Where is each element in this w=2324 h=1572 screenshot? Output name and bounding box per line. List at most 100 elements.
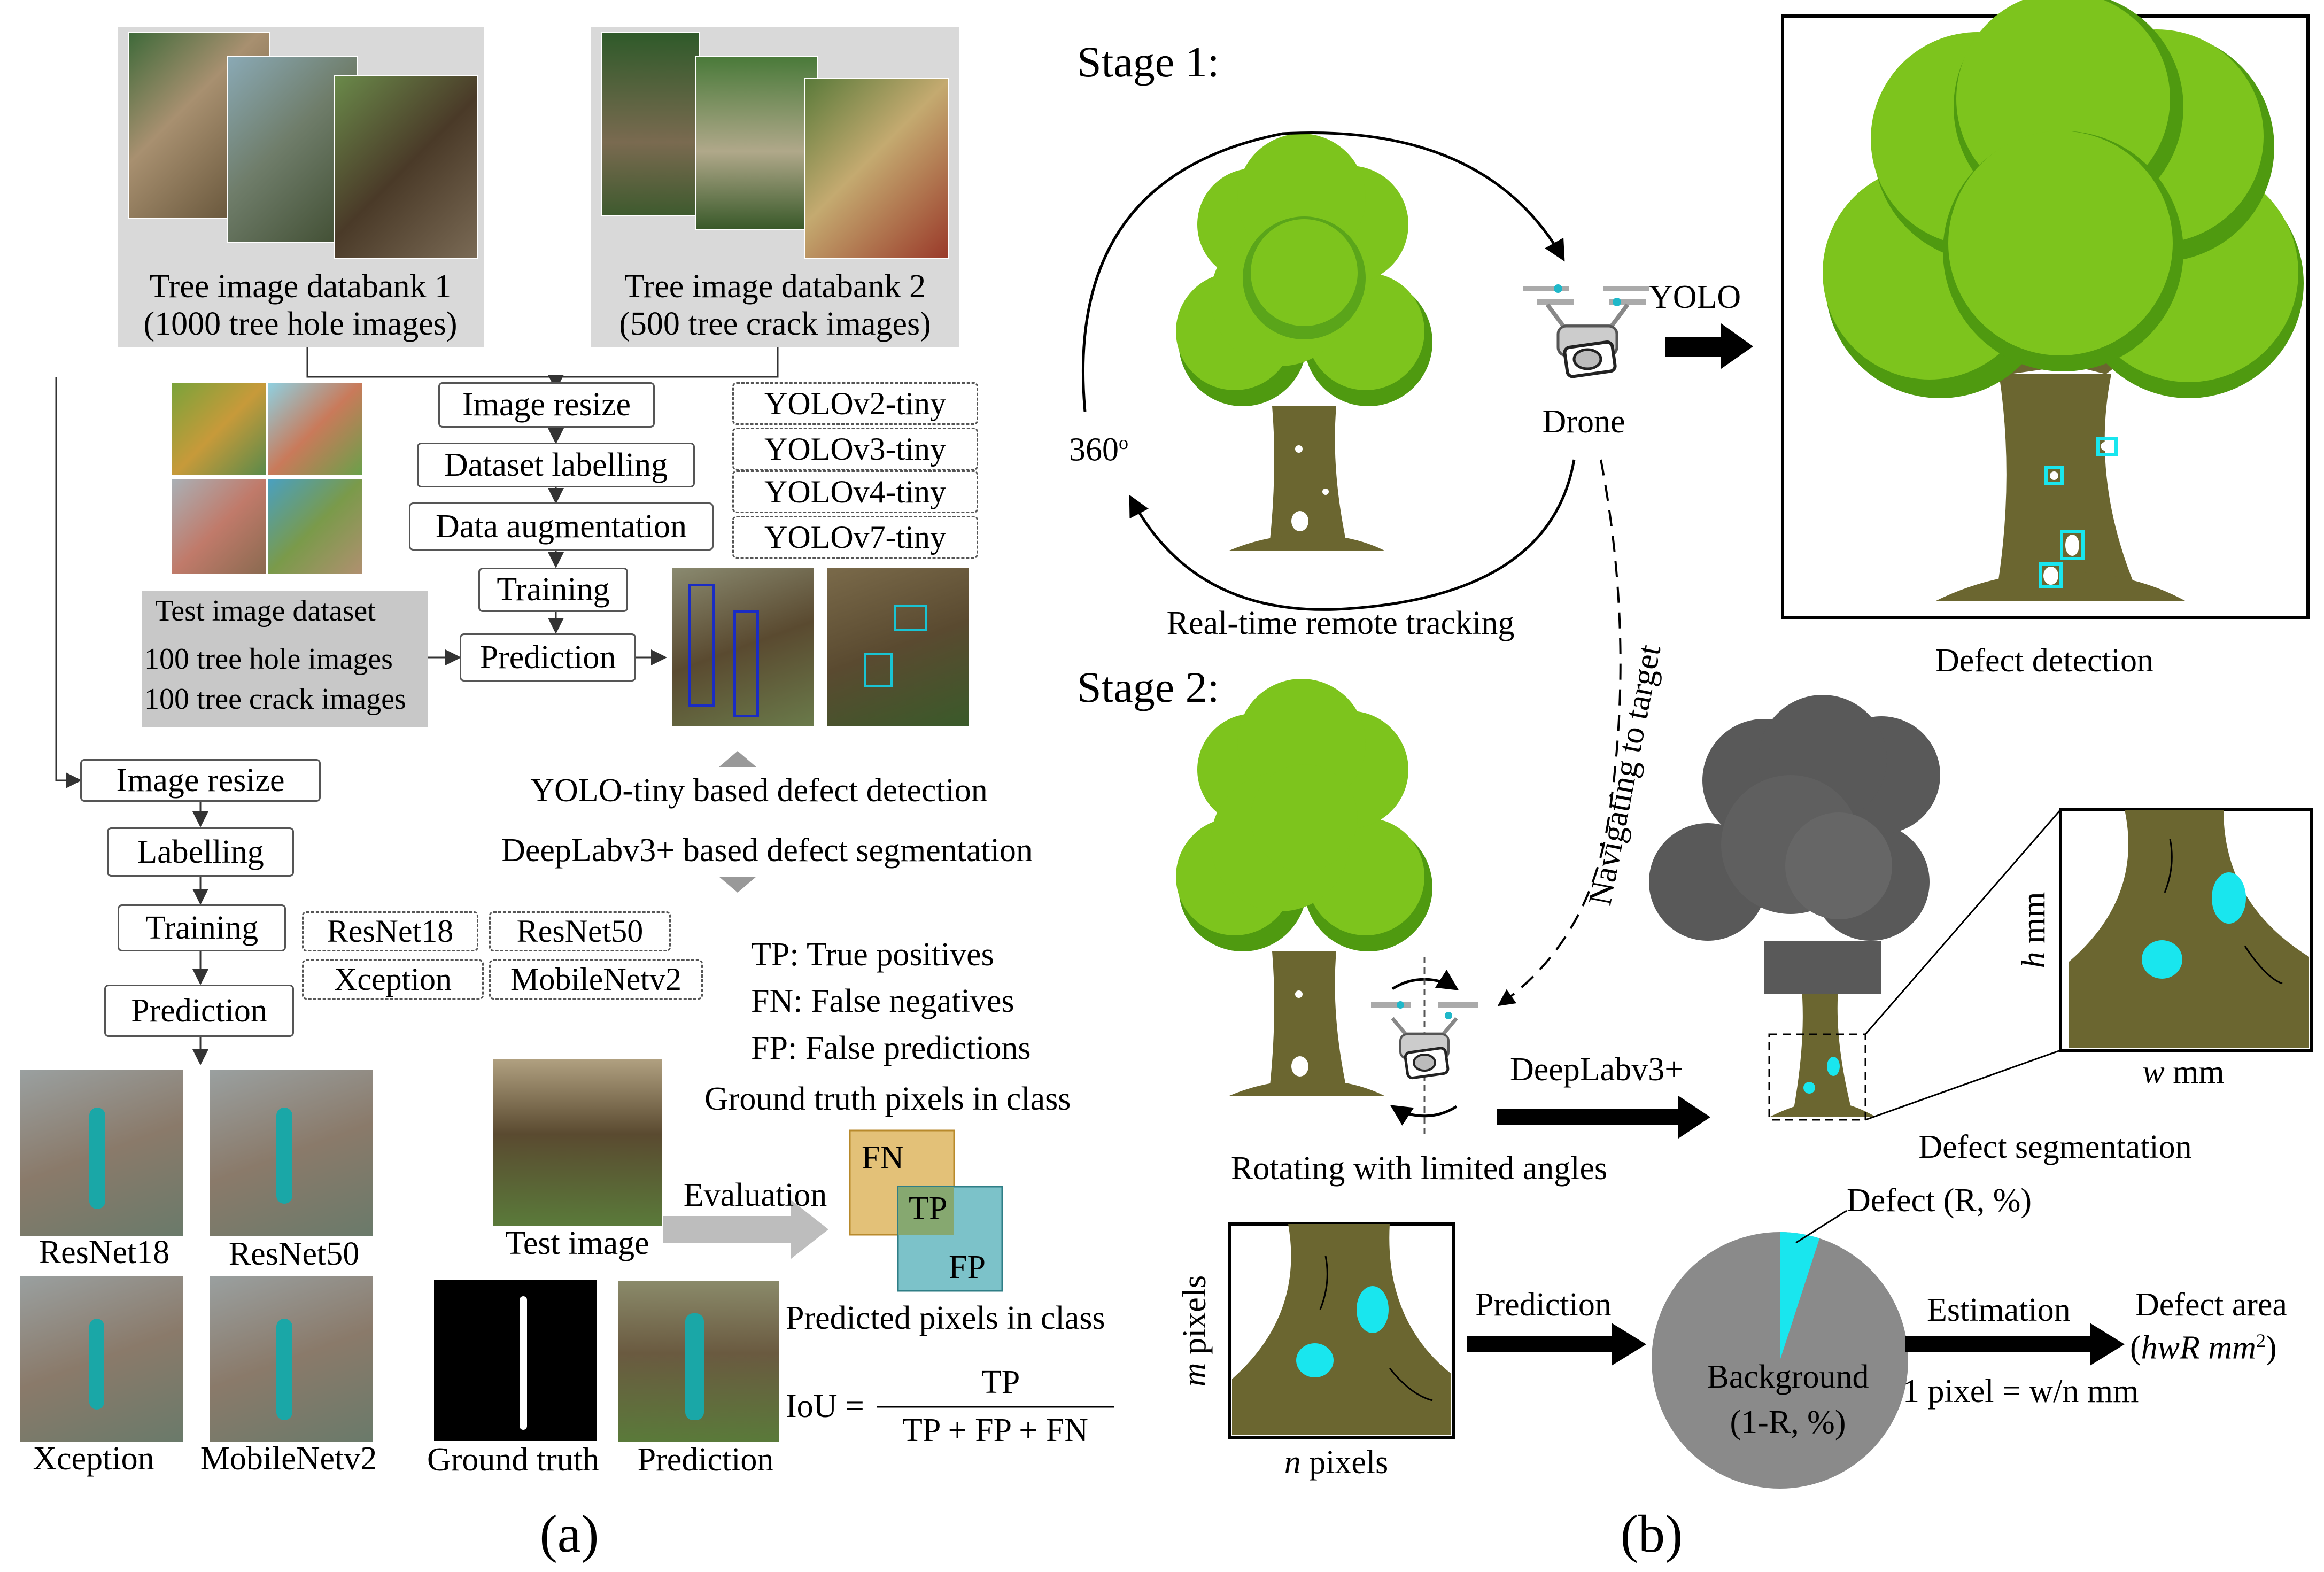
test-image-label: Test image	[505, 1225, 649, 1261]
w-dimension-label: w mm	[2142, 1054, 2225, 1090]
backbone-resnet18: ResNet18	[302, 911, 478, 951]
fn-definition: FN: False negatives	[751, 983, 1014, 1019]
model-yolov7-tiny: YOLOv7-tiny	[732, 516, 978, 559]
tp-definition: TP: True positives	[751, 936, 994, 973]
estimation-arrow	[1905, 1323, 2125, 1366]
pie-background-pct: (1-R, %)	[1730, 1404, 1846, 1441]
result-photo-mobilenetv2	[208, 1275, 374, 1443]
orbit-arc-top	[1082, 131, 1565, 412]
model-yolov2-tiny: YOLOv2-tiny	[732, 382, 978, 425]
backbone-xception: Xception	[302, 959, 484, 1000]
seg-step-training: Training	[118, 904, 286, 951]
rotating-label: Rotating with limited angles	[1230, 1150, 1608, 1187]
up-triangle	[719, 751, 756, 767]
pie-defect-slice	[1780, 1232, 1820, 1360]
seg-step-image-resize: Image resize	[80, 759, 321, 802]
iou-lhs: IoU =	[786, 1388, 864, 1424]
pie-chart	[1652, 1232, 1908, 1489]
ground-truth-label: Ground truth	[427, 1442, 600, 1478]
model-yolov4-tiny: YOLOv4-tiny	[732, 470, 978, 513]
databank1-title: Tree image databank 1	[149, 268, 452, 305]
databank1-subtitle: (1000 tree hole images)	[143, 306, 458, 342]
result-photo-resnet50	[208, 1069, 374, 1237]
fp-label: FP	[949, 1249, 986, 1286]
tree-detection	[1823, 0, 2304, 601]
iou-denominator: TP + FP + FN	[902, 1412, 1088, 1449]
test-dataset-panel	[142, 591, 428, 727]
databank2-title: Tree image databank 2	[624, 268, 926, 305]
tp-region	[898, 1187, 954, 1235]
pred-pixels-label: Predicted pixels in class	[786, 1300, 1105, 1336]
result-label-xception: Xception	[33, 1441, 154, 1477]
tree-gray	[1649, 695, 2062, 1121]
tree-stage1	[1176, 134, 1432, 551]
backbone-resnet50: ResNet50	[489, 911, 671, 951]
evaluation-arrow	[663, 1200, 828, 1259]
zoom-trunk	[2069, 810, 2309, 1048]
deeplab-arrow	[1497, 1096, 1710, 1139]
ground-truth-mask	[434, 1280, 597, 1441]
m-pixels-label: m pixels	[1176, 1275, 1213, 1387]
crack-photo-3	[804, 78, 949, 259]
augmented-thumb-2	[267, 382, 363, 476]
panel-b-label: (b)	[1620, 1504, 1683, 1563]
rotating-drone-icon	[1371, 957, 1478, 1139]
orbit-arc-bottom	[1129, 459, 1576, 611]
panel-a-label: (a)	[539, 1504, 599, 1563]
stage1-label: Stage 1:	[1077, 37, 1220, 86]
augmented-thumb-1	[171, 382, 267, 476]
drone-icon	[1523, 284, 1649, 378]
crack-photo-1	[601, 32, 700, 216]
n-pixels-label: n pixels	[1284, 1444, 1389, 1481]
drone-label: Drone	[1542, 404, 1625, 440]
flow-lines	[55, 347, 779, 1065]
test-dataset-line2: 100 tree crack images	[144, 683, 406, 716]
hole-photo-3	[334, 75, 478, 259]
result-label-resnet18: ResNet18	[38, 1234, 170, 1271]
area-formula: (hwR mm2)	[2130, 1329, 2277, 1366]
pie-defect-label: Defect (R, %)	[1847, 1182, 2032, 1219]
zoom-defect-1	[2212, 872, 2246, 924]
pie-background-label: Background	[1707, 1359, 1869, 1395]
fn-label: FN	[862, 1140, 904, 1176]
test-dataset-line1: 100 tree hole images	[144, 642, 393, 676]
test-dataset-title: Test image dataset	[155, 594, 376, 628]
down-triangle	[719, 877, 756, 893]
deeplab-label: DeepLabv3+	[1510, 1051, 1684, 1088]
pie-leader	[1795, 1210, 1847, 1244]
test-image-photo	[492, 1058, 663, 1227]
detection-label: Defect detection	[1935, 642, 2153, 679]
stage2-label: Stage 2:	[1077, 663, 1220, 711]
segmentation-label: Defect segmentation	[1918, 1129, 2192, 1165]
prediction-label: Prediction	[637, 1442, 774, 1478]
crack-photo-2	[695, 56, 818, 230]
evaluation-label: Evaluation	[683, 1177, 827, 1213]
result-label-mobilenetv2: MobileNetv2	[200, 1441, 377, 1477]
prediction-photo	[617, 1280, 780, 1443]
tracking-label: Real-time remote tracking	[1166, 605, 1515, 641]
result-photo-resnet18	[19, 1069, 184, 1237]
yolo-arrow	[1665, 323, 1753, 369]
result-photo-xception	[19, 1275, 184, 1443]
iou-numerator: TP	[981, 1364, 1020, 1400]
step-prediction: Prediction	[460, 633, 636, 682]
zoom-defect-2	[2142, 940, 2182, 979]
seg-step-prediction: Prediction	[104, 985, 294, 1037]
step-data-augmentation: Data augmentation	[409, 502, 714, 551]
result-label-resnet50: ResNet50	[228, 1236, 360, 1272]
yolo-caption: YOLO-tiny based defect detection	[530, 772, 988, 809]
prediction-step-label: Prediction	[1475, 1287, 1612, 1323]
yolo-label: YOLO	[1649, 279, 1741, 315]
tp-label: TP	[909, 1190, 948, 1227]
backbone-mobilenetv2: MobileNetv2	[489, 959, 703, 1000]
seg-step-labelling: Labelling	[107, 827, 294, 877]
fp-definition: FP: False predictions	[751, 1030, 1031, 1066]
augmented-thumb-4	[267, 478, 363, 575]
defect-area-label: Defect area	[2135, 1287, 2287, 1323]
yolo-result-hole	[826, 567, 970, 727]
prediction-arrow	[1467, 1323, 1646, 1366]
yolo-result-crack	[671, 567, 815, 727]
step-image-resize: Image resize	[438, 382, 655, 428]
step-training: Training	[478, 568, 628, 612]
pixel-equivalence: 1 pixel = w/n mm	[1903, 1373, 2139, 1410]
